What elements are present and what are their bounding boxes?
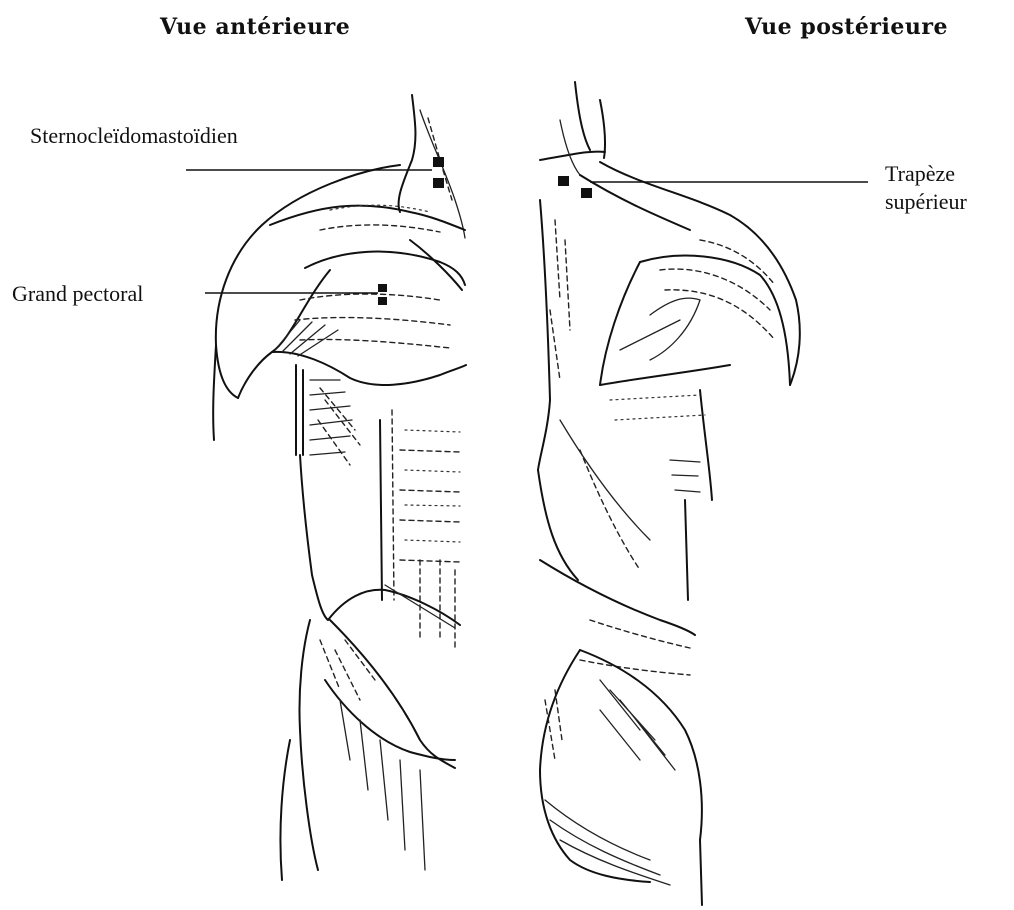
sternocleidomastoid-electrode-marker-2 [433, 178, 444, 188]
upper-trapezius-electrode-marker-2 [581, 188, 592, 198]
posterior-torso-drawing [538, 82, 868, 905]
upper-trapezius-electrode-marker [558, 176, 569, 186]
sternocleidomastoid-electrode-marker [433, 157, 444, 167]
pectoralis-major-electrode-marker [378, 284, 387, 292]
pectoralis-major-electrode-marker-2 [378, 297, 387, 305]
anterior-torso-drawing [186, 95, 466, 880]
